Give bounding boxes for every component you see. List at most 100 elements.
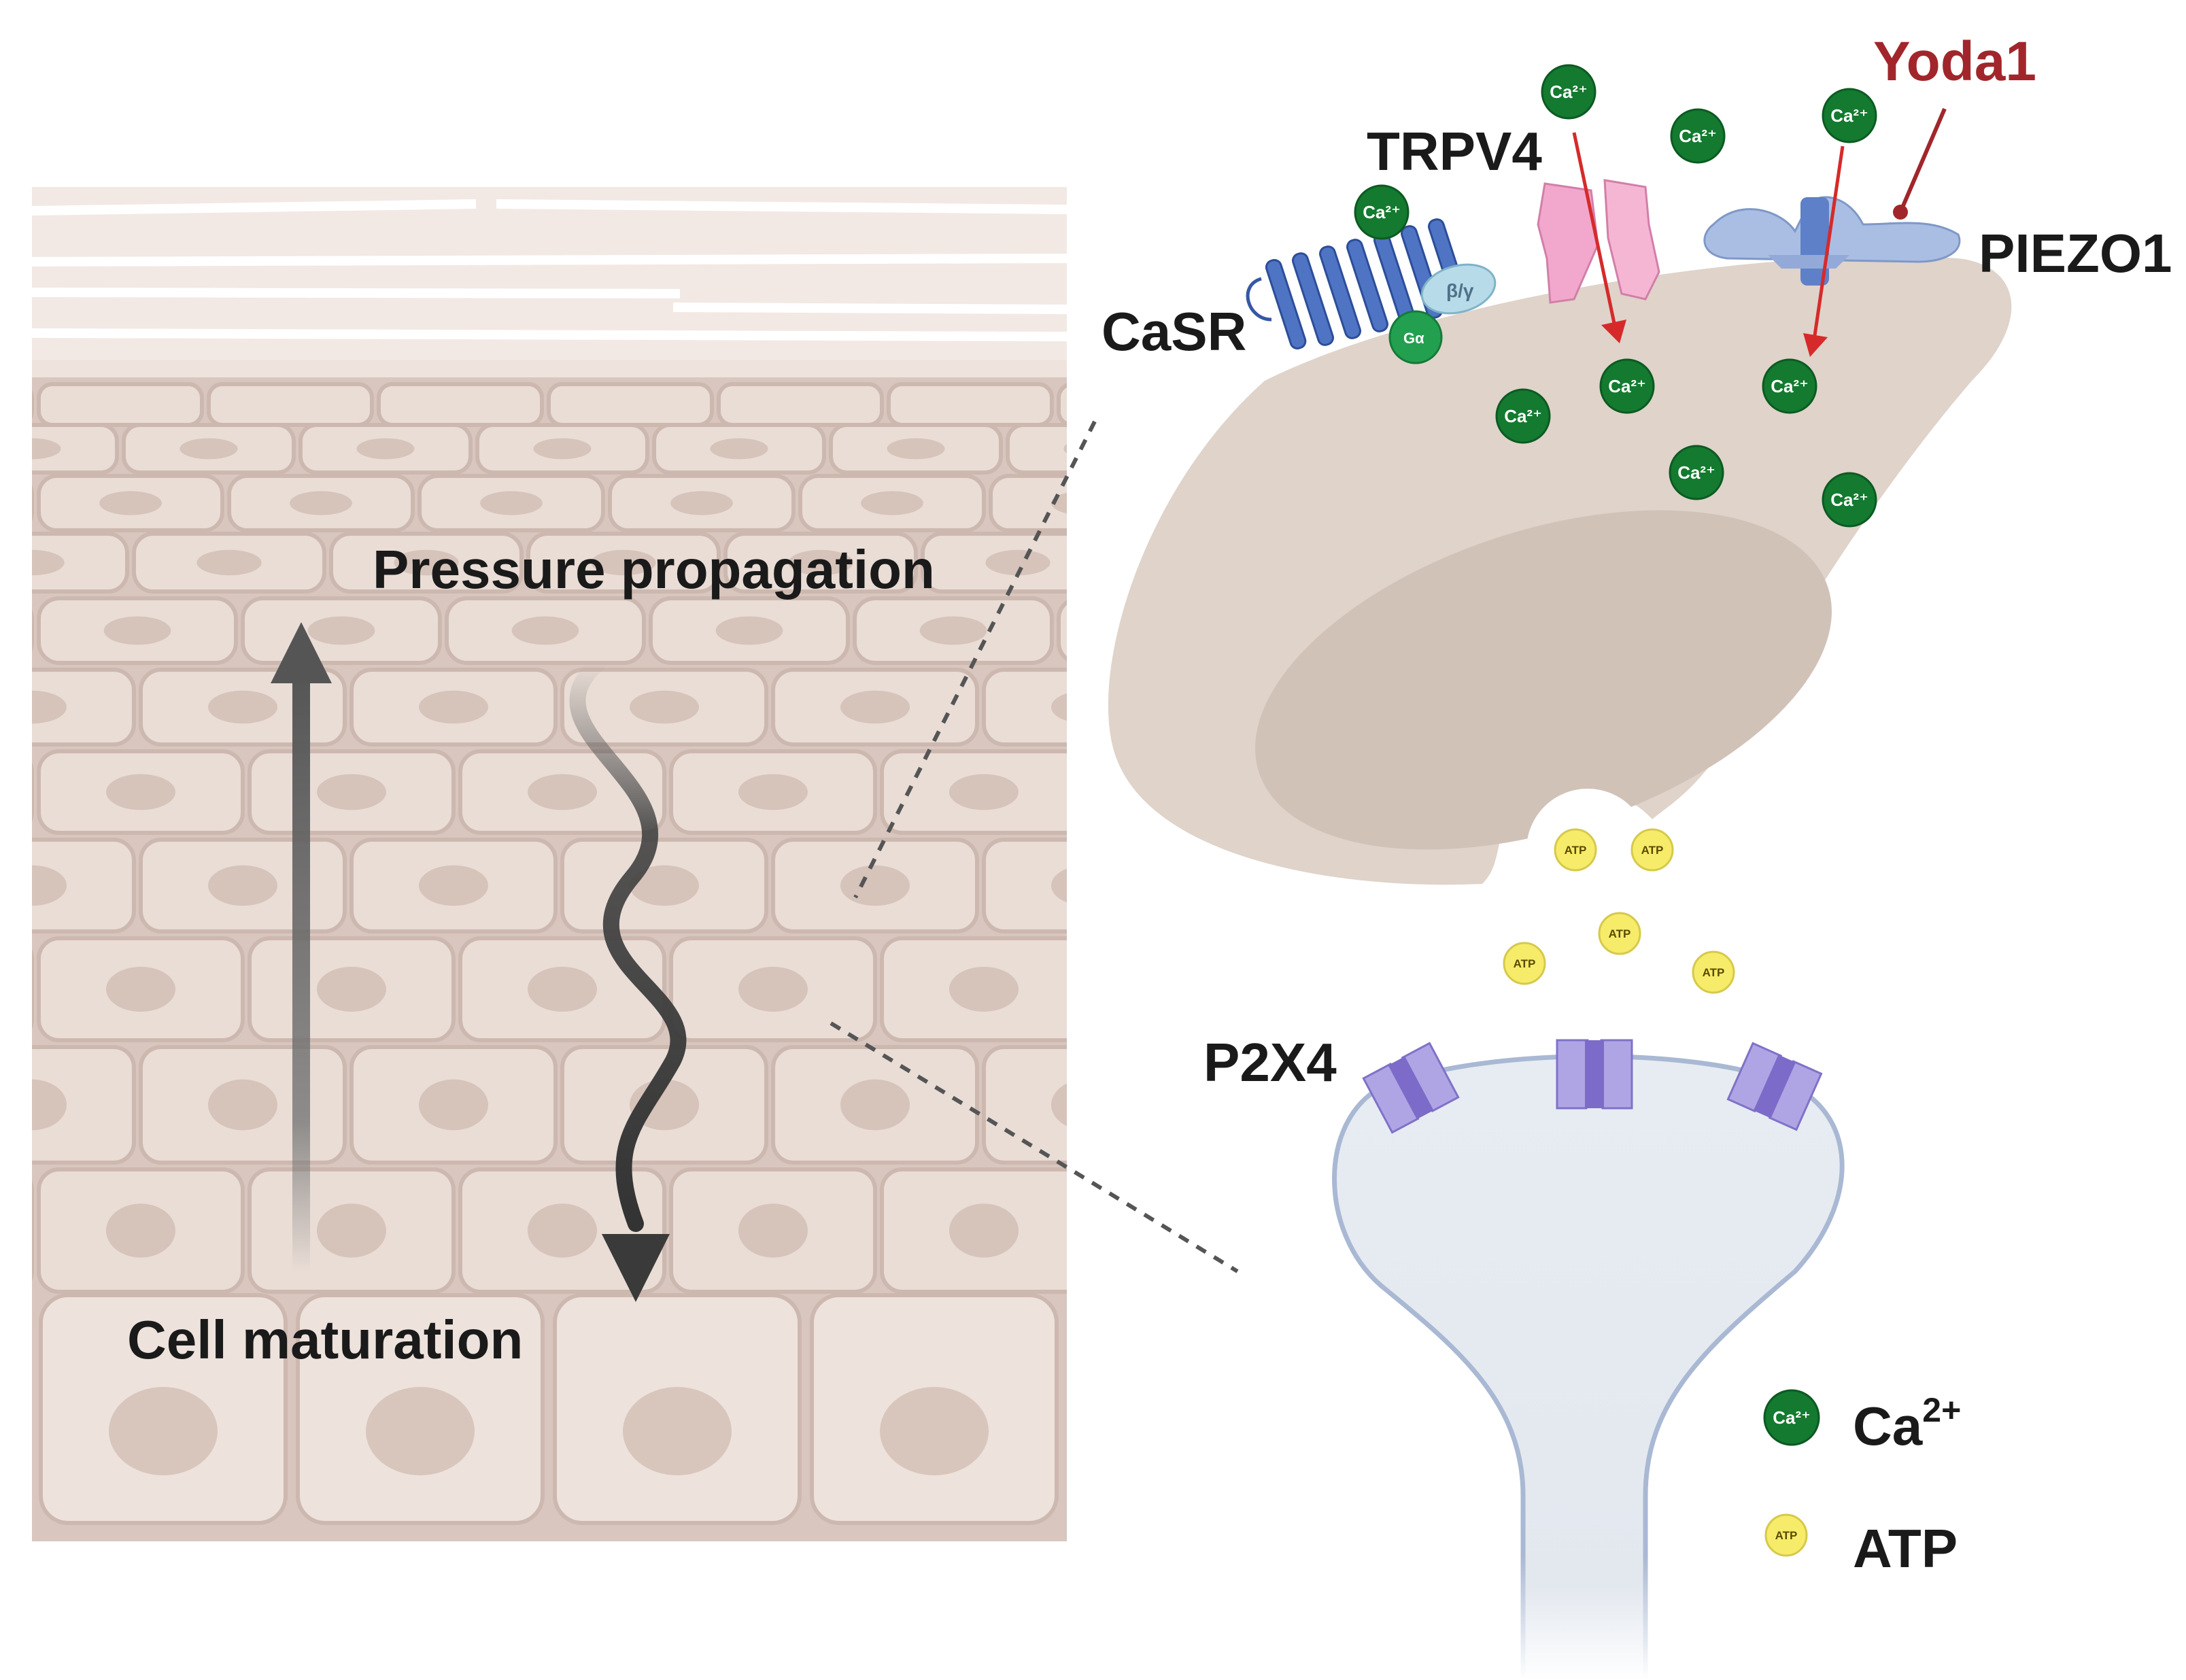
skin-cell [32, 762, 34, 822]
skin-cell [445, 596, 646, 665]
skin-cell [880, 749, 1067, 835]
legend-calcium-label: Ca2+ [1853, 1391, 1961, 1456]
calcium-influx-arrows [1572, 132, 1845, 357]
skin-cell [37, 1167, 245, 1294]
skin-cell [989, 474, 1067, 532]
skin-cell [37, 596, 238, 665]
zoom-lines [830, 420, 1239, 1273]
skin-cell [349, 838, 558, 933]
skin-cell [32, 609, 34, 652]
skin-cell [458, 1167, 666, 1294]
basal-cell [39, 1293, 288, 1525]
legend-calcium-icon: Ca²⁺ [1763, 1389, 1820, 1446]
skin-cell [608, 474, 796, 532]
g-alpha-label: Gα [1403, 330, 1424, 347]
skin-cell [669, 936, 877, 1042]
casr-label: CaSR [1101, 301, 1246, 362]
skin-cell [32, 390, 34, 419]
skin-cell [880, 936, 1067, 1042]
skin-cell [37, 474, 224, 532]
trpv4-label: TRPV4 [1367, 121, 1542, 182]
skin-cell [37, 749, 245, 835]
skin-cell [887, 382, 1054, 427]
svg-text:Ca²⁺: Ca²⁺ [1679, 126, 1717, 146]
skin-cell [247, 936, 456, 1042]
calcium-ion: Ca²⁺ [1670, 108, 1726, 164]
beta-gamma-label: β/γ [1446, 280, 1474, 301]
skin-cell [669, 749, 877, 835]
stratum-corneum [32, 187, 1067, 377]
skin-cell [560, 668, 768, 747]
skin-cell [349, 668, 558, 747]
svg-text:Ca²⁺: Ca²⁺ [1363, 202, 1401, 222]
skin-cell [241, 596, 442, 665]
calcium-ion: Ca²⁺ [1541, 64, 1596, 120]
svg-text:Ca²⁺: Ca²⁺ [1773, 1407, 1811, 1428]
skin-cell [1093, 938, 1297, 1040]
p2x4-channel [1726, 1042, 1823, 1131]
skin-cell [349, 1045, 558, 1165]
svg-text:ATP: ATP [1775, 1529, 1798, 1542]
casr-receptor: β/γ Gα [1246, 218, 1497, 364]
yoda1-label: Yoda1 [1873, 31, 2036, 92]
legend-atp-icon: ATP [1764, 1513, 1808, 1557]
atp-molecule: ATP [1503, 942, 1546, 985]
skin-cell [717, 382, 884, 427]
skin-cell [247, 1167, 456, 1294]
calcium-ion: Ca²⁺ [1669, 445, 1724, 500]
skin-cell [669, 1167, 877, 1294]
trpv4-channel [1537, 179, 1660, 304]
skin-cell [652, 423, 826, 475]
yoda1-pointer [1893, 107, 1947, 220]
skin-cell [771, 838, 979, 933]
skin-cell [723, 532, 918, 594]
skin-cell [1006, 423, 1067, 475]
pressure-wave-arrow [569, 655, 687, 1302]
atp-molecules: ATP ATP ATP ATP ATP [1503, 828, 1735, 994]
atp-molecule: ATP [1554, 828, 1597, 872]
skin-cell [560, 838, 768, 933]
atp-molecule: ATP [1630, 828, 1674, 872]
skin-cell [139, 1045, 347, 1165]
skin-cell [458, 936, 666, 1042]
cell-nucleus [1255, 510, 1832, 850]
basal-cell [296, 1293, 545, 1525]
skin-cell [32, 1045, 136, 1165]
skin-cell [649, 596, 850, 665]
calcium-ion: Ca²⁺ [1354, 184, 1410, 240]
skin-cell [329, 532, 524, 594]
skin-cell [32, 668, 136, 747]
skin-cell [32, 423, 119, 475]
svg-text:Ca²⁺: Ca²⁺ [1504, 406, 1542, 426]
skin-cell [32, 1180, 34, 1281]
skin-cell [32, 838, 136, 933]
skin-cell [798, 474, 986, 532]
skin-cell [547, 382, 714, 427]
p2x4-channel [1362, 1042, 1460, 1134]
calcium-ions: Ca²⁺Ca²⁺Ca²⁺Ca²⁺Ca²⁺Ca²⁺Ca²⁺Ca²⁺Ca²⁺ [1354, 64, 1877, 528]
cell-maturation-label: Cell maturation [127, 1309, 523, 1370]
svg-text:ATP: ATP [1565, 844, 1587, 857]
p2x4-label: P2X4 [1203, 1032, 1337, 1093]
pressure-propagation-label: Pressure propagation [373, 539, 935, 600]
calcium-ion: Ca²⁺ [1822, 88, 1877, 143]
skin-cell [32, 949, 34, 1029]
skin-cell [1057, 383, 1067, 426]
neuron-membrane [1332, 1054, 1845, 1680]
p2x4-channels [1362, 1039, 1823, 1134]
svg-text:ATP: ATP [1641, 844, 1664, 857]
svg-text:Ca²⁺: Ca²⁺ [1608, 376, 1646, 396]
basal-cell [553, 1293, 802, 1525]
calcium-ion: Ca²⁺ [1599, 358, 1655, 414]
skin-cell [880, 1167, 1067, 1294]
atp-molecule: ATP [1598, 912, 1641, 955]
skin-cell [32, 532, 129, 594]
svg-text:ATP: ATP [1703, 966, 1725, 979]
skin-cell [771, 668, 979, 747]
atp-molecule: ATP [1692, 950, 1735, 994]
maturation-arrow [271, 622, 332, 1271]
skin-cell [1057, 600, 1067, 662]
skin-cell [247, 749, 456, 835]
skin-cell [37, 382, 204, 427]
